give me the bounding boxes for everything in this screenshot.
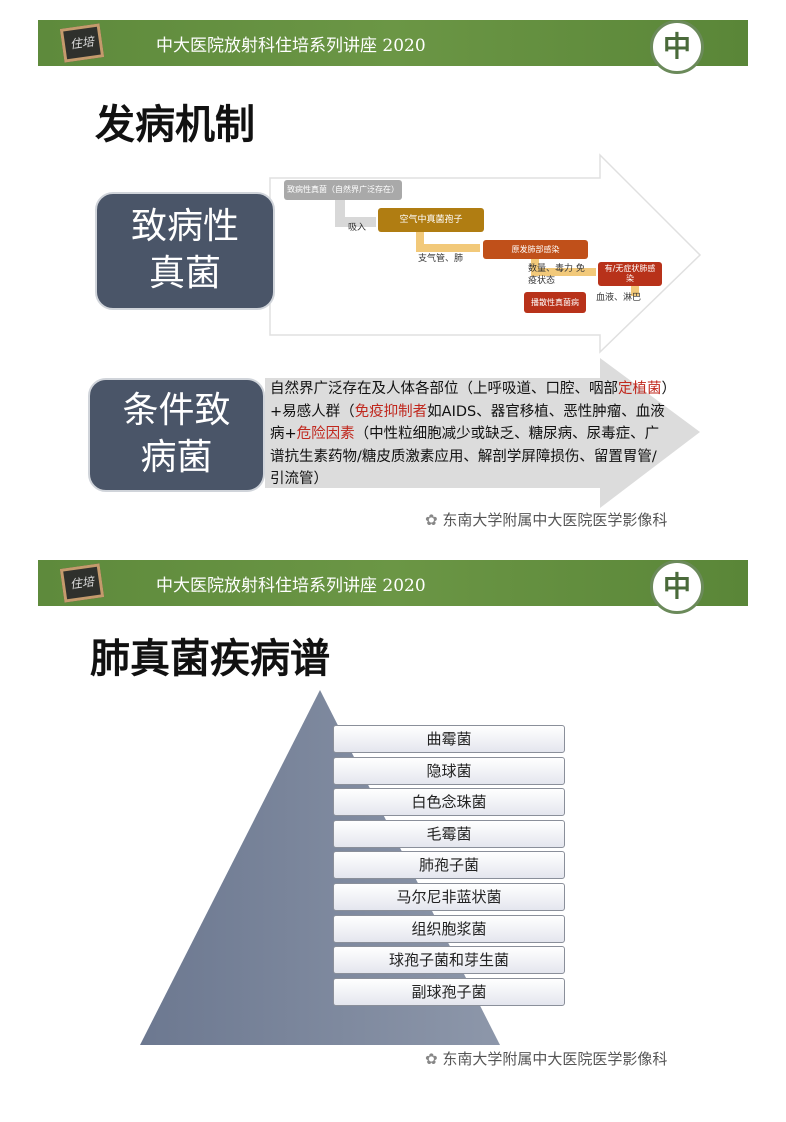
fungi-item: 隐球菌	[333, 756, 565, 785]
flow-connector-2	[416, 232, 480, 252]
text: 自然界广泛存在及人体各部位（上呼吸道、口腔、咽部	[270, 381, 618, 397]
fungi-item: 肺孢子菌	[333, 851, 565, 880]
watermark-text: 东南大学附属中大医院医学影像科	[442, 511, 668, 529]
flow-step-2: 原发肺部感染	[483, 240, 588, 259]
text: ）+易感人群（	[270, 381, 669, 420]
watermark: ✿ 东南大学附属中大医院医学影像科	[425, 509, 667, 530]
slide1-title: 发病机制	[95, 102, 255, 148]
slide2-title: 肺真菌疾病谱	[90, 636, 330, 682]
header-title: 中大医院放射科住培系列讲座 2020	[156, 576, 426, 596]
flow-step-3: 有/无症状肺感染	[598, 262, 662, 286]
header-title: 中大医院放射科住培系列讲座 2020	[156, 36, 426, 56]
pathogenic-fungi-box: 致病性真菌	[95, 192, 275, 310]
fungi-item: 马尔尼非蓝状菌	[333, 883, 565, 911]
hospital-logo: 中	[650, 560, 704, 614]
gray-arrow	[265, 358, 700, 508]
flow-label-4: 血液、淋巴	[596, 293, 642, 303]
highlight-text: 定植菌	[618, 381, 662, 397]
slide1-header: 住培 中大医院放射科住培系列讲座 2020 中	[38, 20, 748, 74]
box-label: 条件致病菌	[122, 390, 231, 478]
highlight-text: 危险因素	[296, 426, 355, 442]
highlight-text: 免疫抑制者	[354, 403, 428, 420]
fungi-item: 组织胞浆菌	[333, 914, 565, 943]
text: （中性粒细胞减少或缺乏、糖尿病、尿毒症、广谱抗生素药物/糖皮质激素应用、解剖学屏…	[270, 426, 660, 487]
text: 如AIDS、器官移植、恶性肿瘤、血液病+	[270, 403, 665, 443]
box-label: 致病性真菌	[130, 206, 239, 294]
opportunistic-description: 自然界广泛存在及人体各部位（上呼吸道、口腔、咽部定植菌）+易感人群（免疫抑制者如…	[270, 378, 670, 491]
flow-label-1: 吸入	[348, 223, 367, 233]
hospital-logo: 中	[650, 20, 704, 74]
flow-step-1: 空气中真菌孢子	[378, 208, 484, 232]
chalkboard-logo: 住培	[59, 563, 105, 603]
watermark: ✿ 东南大学附属中大医院医学影像科	[425, 1048, 667, 1069]
flow-step-4: 播散性真菌病	[524, 292, 586, 313]
fungi-item: 白色念珠菌	[333, 788, 565, 817]
flow-connector-3	[531, 258, 596, 276]
flow-connector-1	[335, 200, 376, 227]
opportunistic-fungi-box: 条件致病菌	[88, 378, 265, 492]
flow-source: 致病性真菌（自然界广泛存在）	[284, 180, 402, 200]
wechat-icon: ✿	[425, 511, 443, 529]
watermark-text: 东南大学附属中大医院医学影像科	[442, 1050, 668, 1068]
flow-label-3: 数量、毒力 免疫状态	[528, 264, 585, 286]
fungi-item: 副球孢子菌	[333, 977, 565, 1006]
fungi-item: 毛霉菌	[333, 819, 565, 848]
flow-label-2: 支气管、肺	[418, 254, 464, 264]
fungi-item: 曲霉菌	[333, 725, 565, 753]
fungi-item: 球孢子菌和芽生菌	[333, 946, 565, 975]
slide2-header: 住培 中大医院放射科住培系列讲座 2020 中	[38, 560, 748, 614]
wechat-icon: ✿	[425, 1050, 443, 1068]
